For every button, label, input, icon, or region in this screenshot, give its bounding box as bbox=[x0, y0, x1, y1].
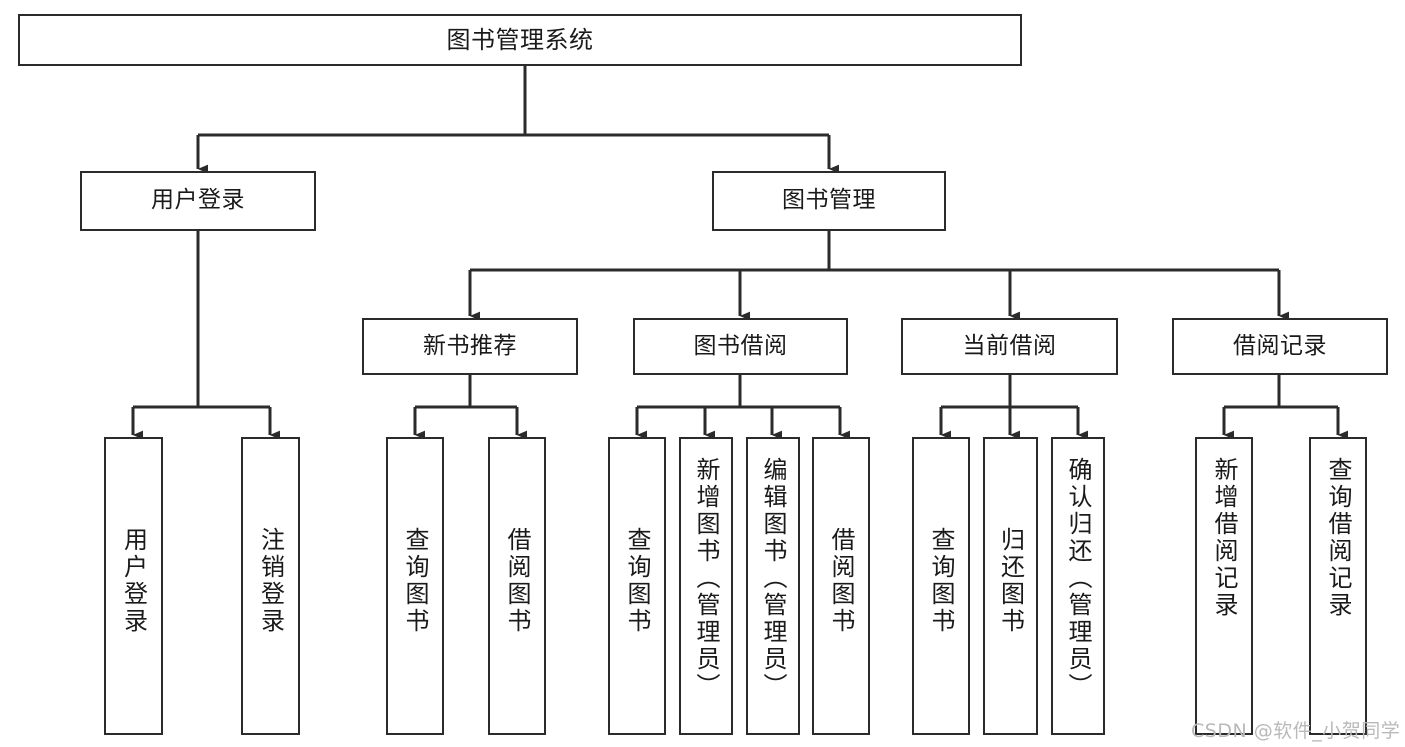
node-book-manage-label: 图书管理 bbox=[782, 187, 876, 214]
node-leaf-query-book-1[interactable]: 查询图书 bbox=[386, 437, 444, 735]
node-leaf-confirm-return-label: 确认归还（管理员） bbox=[1064, 457, 1092, 700]
node-leaf-add-record-label: 新增借阅记录 bbox=[1210, 457, 1238, 619]
node-leaf-add-record[interactable]: 新增借阅记录 bbox=[1195, 437, 1253, 735]
node-borrow-record-label: 借阅记录 bbox=[1233, 332, 1327, 359]
node-user-login-label: 用户登录 bbox=[151, 187, 245, 214]
node-leaf-borrow-book-1[interactable]: 借阅图书 bbox=[488, 437, 546, 735]
node-leaf-logout-login-label: 注销登录 bbox=[256, 527, 285, 635]
node-leaf-query-book-3[interactable]: 查询图书 bbox=[912, 437, 970, 735]
node-new-book-recommend[interactable]: 新书推荐 bbox=[362, 318, 578, 375]
node-root-label: 图书管理系统 bbox=[446, 25, 594, 54]
node-leaf-user-login[interactable]: 用户登录 bbox=[104, 437, 163, 735]
node-leaf-query-record[interactable]: 查询借阅记录 bbox=[1309, 437, 1367, 735]
node-leaf-confirm-return[interactable]: 确认归还（管理员） bbox=[1051, 437, 1105, 735]
node-leaf-query-book-2[interactable]: 查询图书 bbox=[608, 437, 666, 735]
node-user-login[interactable]: 用户登录 bbox=[80, 171, 316, 231]
csdn-watermark: CSDN @软件_小贺同学 bbox=[1191, 720, 1401, 742]
node-leaf-borrow-book-2[interactable]: 借阅图书 bbox=[812, 437, 870, 735]
node-leaf-logout-login[interactable]: 注销登录 bbox=[241, 437, 300, 735]
node-leaf-return-book-label: 归还图书 bbox=[996, 527, 1025, 635]
node-leaf-borrow-book-2-label: 借阅图书 bbox=[827, 527, 855, 635]
node-leaf-user-login-label: 用户登录 bbox=[119, 527, 148, 635]
node-book-borrow[interactable]: 图书借阅 bbox=[633, 318, 848, 375]
node-book-borrow-label: 图书借阅 bbox=[693, 332, 788, 359]
node-current-borrow[interactable]: 当前借阅 bbox=[901, 318, 1118, 375]
node-leaf-edit-book-label: 编辑图书（管理员） bbox=[759, 457, 787, 700]
node-leaf-borrow-book-1-label: 借阅图书 bbox=[503, 527, 531, 635]
node-leaf-add-book-label: 新增图书（管理员） bbox=[692, 457, 720, 700]
node-current-borrow-label: 当前借阅 bbox=[962, 332, 1057, 359]
node-new-book-recommend-label: 新书推荐 bbox=[423, 332, 517, 359]
node-leaf-add-book[interactable]: 新增图书（管理员） bbox=[679, 437, 733, 735]
node-leaf-query-record-label: 查询借阅记录 bbox=[1324, 457, 1352, 619]
node-leaf-edit-book[interactable]: 编辑图书（管理员） bbox=[746, 437, 800, 735]
node-leaf-query-book-3-label: 查询图书 bbox=[927, 527, 955, 635]
node-leaf-query-book-2-label: 查询图书 bbox=[623, 527, 651, 635]
node-leaf-query-book-1-label: 查询图书 bbox=[401, 527, 429, 635]
node-borrow-record[interactable]: 借阅记录 bbox=[1172, 318, 1388, 375]
node-leaf-return-book[interactable]: 归还图书 bbox=[983, 437, 1038, 735]
node-root[interactable]: 图书管理系统 bbox=[18, 14, 1022, 66]
node-book-manage[interactable]: 图书管理 bbox=[712, 171, 946, 231]
